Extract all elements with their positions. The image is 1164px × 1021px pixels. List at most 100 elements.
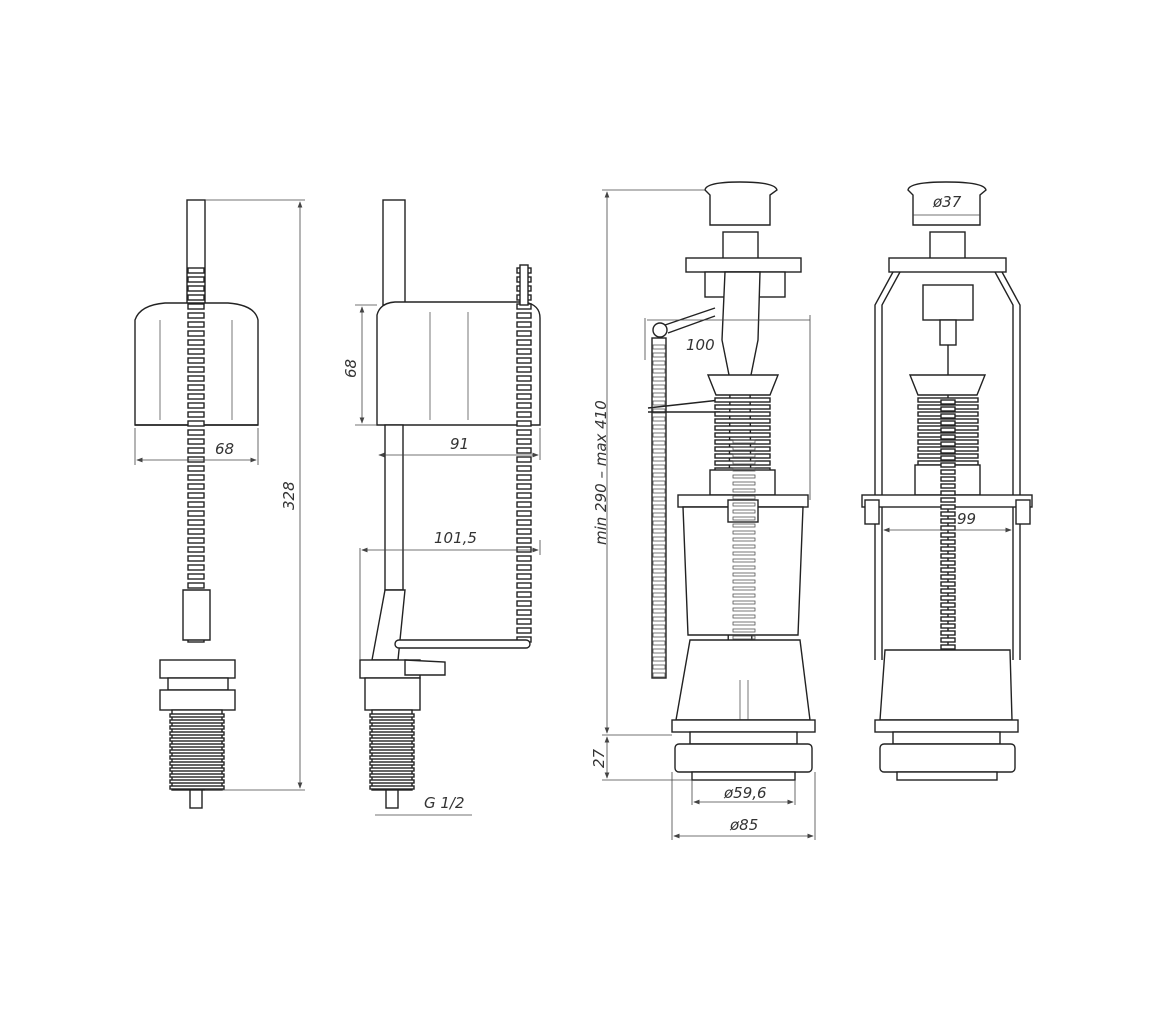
- float-chain-link: [187, 429, 205, 436]
- rod-notch: [652, 608, 666, 614]
- spring-coil: [940, 525, 956, 531]
- rod-notch: [652, 392, 666, 398]
- float-chain-link: [187, 339, 205, 346]
- scale-rung: [732, 628, 756, 633]
- thread-ridge: [369, 719, 415, 724]
- spring-coil: [940, 644, 956, 650]
- spring-coil: [940, 406, 956, 412]
- thread-ridge: [169, 773, 225, 778]
- thread-ridge: [169, 743, 225, 748]
- float-chain-link: [187, 348, 205, 355]
- scale-rung: [732, 635, 756, 640]
- float-chain-link: [516, 483, 532, 490]
- float-chain-link: [187, 357, 205, 364]
- float-chain-link: [187, 510, 205, 517]
- float-chain-link: [516, 330, 532, 337]
- scale-rung: [732, 565, 756, 570]
- dim-height-label: 328: [280, 481, 298, 510]
- spring-coil: [940, 497, 956, 503]
- float-chain-link: [516, 357, 532, 364]
- float-chain-link: [187, 276, 205, 283]
- dim-button-label: ø37: [932, 193, 962, 211]
- rod-notch: [652, 568, 666, 574]
- scale-rung: [732, 502, 756, 507]
- rod-notch: [652, 344, 666, 350]
- float-chain-link: [187, 375, 205, 382]
- spring-coil: [940, 441, 956, 447]
- rod-notch: [652, 400, 666, 406]
- float-chain-link: [187, 519, 205, 526]
- rod-notch: [652, 496, 666, 502]
- float-chain-link: [187, 546, 205, 553]
- scale-rung: [732, 453, 756, 458]
- scale-rung: [732, 460, 756, 465]
- float-chain-link: [187, 492, 205, 499]
- thread-ridge: [169, 737, 225, 742]
- thread-ridge: [369, 779, 415, 784]
- bellows-ring: [714, 404, 771, 410]
- scale-rung: [732, 621, 756, 626]
- thread-ridge: [369, 737, 415, 742]
- scale-rung: [732, 614, 756, 619]
- thread-ridge: [169, 725, 225, 730]
- float-chain-link: [516, 312, 532, 319]
- scale-rung: [732, 509, 756, 514]
- rod-notch: [652, 552, 666, 558]
- dim-outlet-label: ø59,6: [723, 784, 767, 802]
- scale-rung: [732, 474, 756, 479]
- thread-ridge: [169, 719, 225, 724]
- thread-ridge: [169, 761, 225, 766]
- rod-notch: [652, 504, 666, 510]
- float-chain-link: [187, 393, 205, 400]
- spring-coil: [940, 602, 956, 608]
- spring-coil: [940, 476, 956, 482]
- rod-notch: [652, 480, 666, 486]
- scale-rung: [732, 607, 756, 612]
- rod-notch: [652, 360, 666, 366]
- float-chain-link: [187, 384, 205, 391]
- float-chain-link: [516, 420, 532, 427]
- float-chain-link: [516, 591, 532, 598]
- spring-coil: [940, 546, 956, 552]
- thread-ridge: [169, 755, 225, 760]
- rod-notch: [652, 656, 666, 662]
- flush-valve-front-view: ø37 99: [861, 181, 1033, 781]
- float-chain-link: [187, 564, 205, 571]
- spring-coil: [940, 448, 956, 454]
- float-chain-link: [187, 294, 205, 301]
- scale-rung: [732, 481, 756, 486]
- spring-coil: [940, 462, 956, 468]
- rod-notch: [652, 536, 666, 542]
- float-chain-link: [187, 330, 205, 337]
- float-chain-link: [187, 465, 205, 472]
- thread-ridge: [369, 731, 415, 736]
- thread-ridge: [169, 767, 225, 772]
- float-chain-link: [187, 582, 205, 589]
- float-chain-link: [516, 582, 532, 589]
- rod-notch: [652, 648, 666, 654]
- dim-lever-label: 100: [686, 336, 715, 354]
- rod-notch: [652, 576, 666, 582]
- spring-coil: [940, 483, 956, 489]
- float-chain-link: [516, 384, 532, 391]
- spring-coil: [940, 623, 956, 629]
- rod-notch: [652, 408, 666, 414]
- float-chain-link: [187, 528, 205, 535]
- dim-width-label: 68: [215, 440, 234, 458]
- float-chain-link: [516, 465, 532, 472]
- float-chain-link: [187, 438, 205, 445]
- spring-coil: [940, 490, 956, 496]
- float-chain-link: [516, 474, 532, 481]
- scale-rung: [732, 586, 756, 591]
- float-chain-link: [516, 375, 532, 382]
- float-chain-link: [187, 285, 205, 292]
- float-chain-link: [516, 402, 532, 409]
- dim-height-range-label: min 290 – max 410: [592, 400, 610, 545]
- float-chain-link: [516, 492, 532, 499]
- dim-float-width-label: 91: [450, 435, 469, 453]
- rod-notch: [652, 672, 666, 678]
- float-chain-link: [187, 411, 205, 418]
- rod-notch: [652, 640, 666, 646]
- spring-coil: [940, 427, 956, 433]
